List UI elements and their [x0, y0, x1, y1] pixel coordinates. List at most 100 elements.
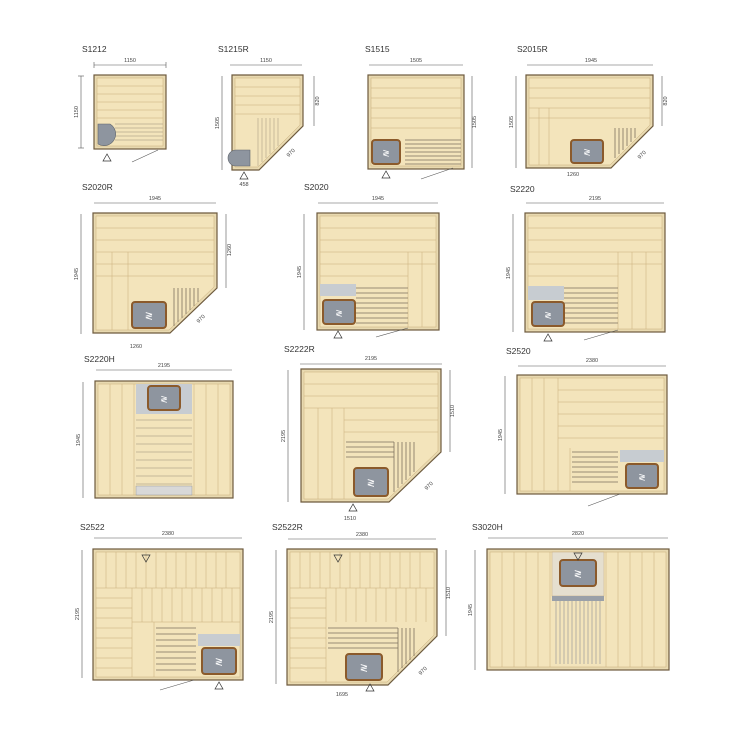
width-dimension-label: 2195: [589, 196, 601, 202]
door-swing-line: [420, 167, 454, 180]
door-swing-line: [131, 149, 159, 163]
lower-bench: [346, 441, 415, 492]
heater-icon: [147, 385, 181, 411]
heater-guard: [528, 286, 564, 300]
door-marker-icon: [365, 683, 375, 692]
bottom-dimension-label: 1695: [336, 692, 348, 698]
plan-S1515: S1515 1505 1505 ≷: [365, 44, 478, 180]
depth-dimension-label: 1505: [215, 117, 221, 129]
width-dimension-label: 2380: [586, 358, 598, 364]
heater-guard: [320, 284, 356, 296]
plan-S2522: S2522 2380 2195 ≷: [75, 522, 244, 691]
model-name-label: S1212: [82, 44, 107, 54]
diagonal-dimension-label: 970: [418, 666, 429, 677]
door-marker-icon: [102, 153, 112, 162]
model-name-label: S1515: [365, 44, 390, 54]
width-dimension-label: 2195: [158, 363, 170, 369]
width-dimension-label: 1150: [124, 58, 136, 64]
depth-dimension-label: 2195: [75, 608, 81, 620]
depth-dimension-label: 1945: [506, 267, 512, 279]
heater-icon: [201, 647, 237, 675]
width-dimension-label: 2380: [356, 532, 368, 538]
diagonal-dimension-label: 970: [196, 314, 207, 325]
heater-icon: [570, 139, 604, 164]
lower-bench: [115, 123, 163, 141]
heater-icon: [322, 299, 356, 325]
bench-edge: [552, 596, 604, 601]
plan-S2220H: S2220H 2195 1945 ≷: [76, 354, 234, 499]
diagonal-dimension-label: 970: [424, 481, 435, 492]
door-marker-icon: [543, 333, 553, 342]
heater-guard: [198, 634, 240, 646]
plan-S2020: S2020 1945 1945 ≷: [297, 182, 440, 339]
model-name-label: S2015R: [517, 44, 548, 54]
depth-dimension-label: 2195: [269, 611, 275, 623]
model-name-label: S2520: [506, 346, 531, 356]
depth-dimension-label: 1945: [74, 268, 80, 280]
heater-guard: [620, 450, 664, 462]
diagonal-dimension-label: 970: [637, 150, 648, 161]
wood-floor: [303, 371, 439, 500]
plan-S2015R: S2015R 1945 1505 820 970 1260 ≷: [509, 44, 669, 178]
plan-S2522R: S2522R 2380 2195 1510 970 1695 ≷: [269, 522, 452, 698]
lower-bench: [356, 287, 408, 324]
door-swing-line: [587, 493, 621, 507]
heater-icon: [625, 463, 659, 489]
width-dimension-label: 1150: [260, 58, 272, 64]
heater-symbol-icon: ≷: [367, 478, 375, 489]
model-name-label: S2020R: [82, 182, 113, 192]
width-dimension-label: 1945: [149, 196, 161, 202]
door-swing-line: [159, 679, 195, 691]
side-dimension-label: 1260: [227, 244, 233, 256]
bottom-dimension-label: 458: [239, 182, 248, 188]
heater-icon: [227, 149, 251, 167]
bottom-dimension-label: 1260: [130, 344, 142, 350]
width-dimension-label: 2195: [365, 356, 377, 362]
side-dimension-label: 820: [663, 96, 669, 105]
heater-symbol-icon: ≷: [360, 663, 368, 674]
lower-bench: [405, 139, 461, 165]
model-name-label: S2522: [80, 522, 105, 532]
model-name-label: S3020H: [472, 522, 503, 532]
plan-S3020H: S3020H 2820 1945 ≷: [468, 522, 670, 671]
width-dimension-label: 2820: [572, 531, 584, 537]
wood-floor: [95, 215, 215, 331]
width-dimension-label: 2380: [162, 531, 174, 537]
heater-icon: [371, 139, 401, 165]
model-name-label: S2522R: [272, 522, 303, 532]
door-swing-line: [583, 329, 619, 341]
plan-S2020R: S2020R 1945 1945 1260 970 1260 ≷: [74, 182, 233, 350]
depth-dimension-label: 1945: [76, 434, 82, 446]
heater-icon: [353, 467, 389, 497]
heater-icon: [531, 301, 565, 327]
side-dimension-label: 1510: [446, 587, 452, 599]
bottom-dimension-label: 1260: [567, 172, 579, 178]
heater-icon: [131, 301, 167, 329]
wood-floor: [528, 77, 651, 166]
width-dimension-label: 1505: [410, 58, 422, 64]
depth-dimension-label: 1945: [468, 604, 474, 616]
heater-symbol-icon: ≷: [215, 657, 223, 668]
depth-dimension-label: 1505: [472, 116, 478, 128]
plan-S2222R: S2222R 2195 2195 1510 970 1510 ≷: [281, 344, 456, 522]
top-door-marker-icon: [333, 554, 343, 563]
model-name-label: S2220: [510, 184, 535, 194]
heater-symbol-icon: ≷: [160, 395, 168, 405]
door-marker-icon: [239, 171, 249, 180]
door-marker-icon: [348, 503, 358, 512]
door-marker-icon: [214, 681, 224, 690]
depth-dimension-label: 1945: [498, 429, 504, 441]
center-bench: [555, 598, 601, 664]
heater-symbol-icon: ≷: [335, 309, 343, 319]
door-threshold: [135, 485, 193, 496]
depth-dimension-label: 1150: [74, 106, 80, 118]
model-name-label: S2220H: [84, 354, 115, 364]
heater-icon: [97, 123, 116, 146]
model-name-label: S2222R: [284, 344, 315, 354]
plan-S1215R: S1215R 1150 1505 820 970 458: [215, 44, 321, 188]
width-dimension-label: 1945: [372, 196, 384, 202]
lower-bench: [564, 287, 618, 324]
lower-bench: [328, 627, 415, 672]
door-marker-icon: [333, 330, 343, 339]
model-name-label: S1215R: [218, 44, 249, 54]
